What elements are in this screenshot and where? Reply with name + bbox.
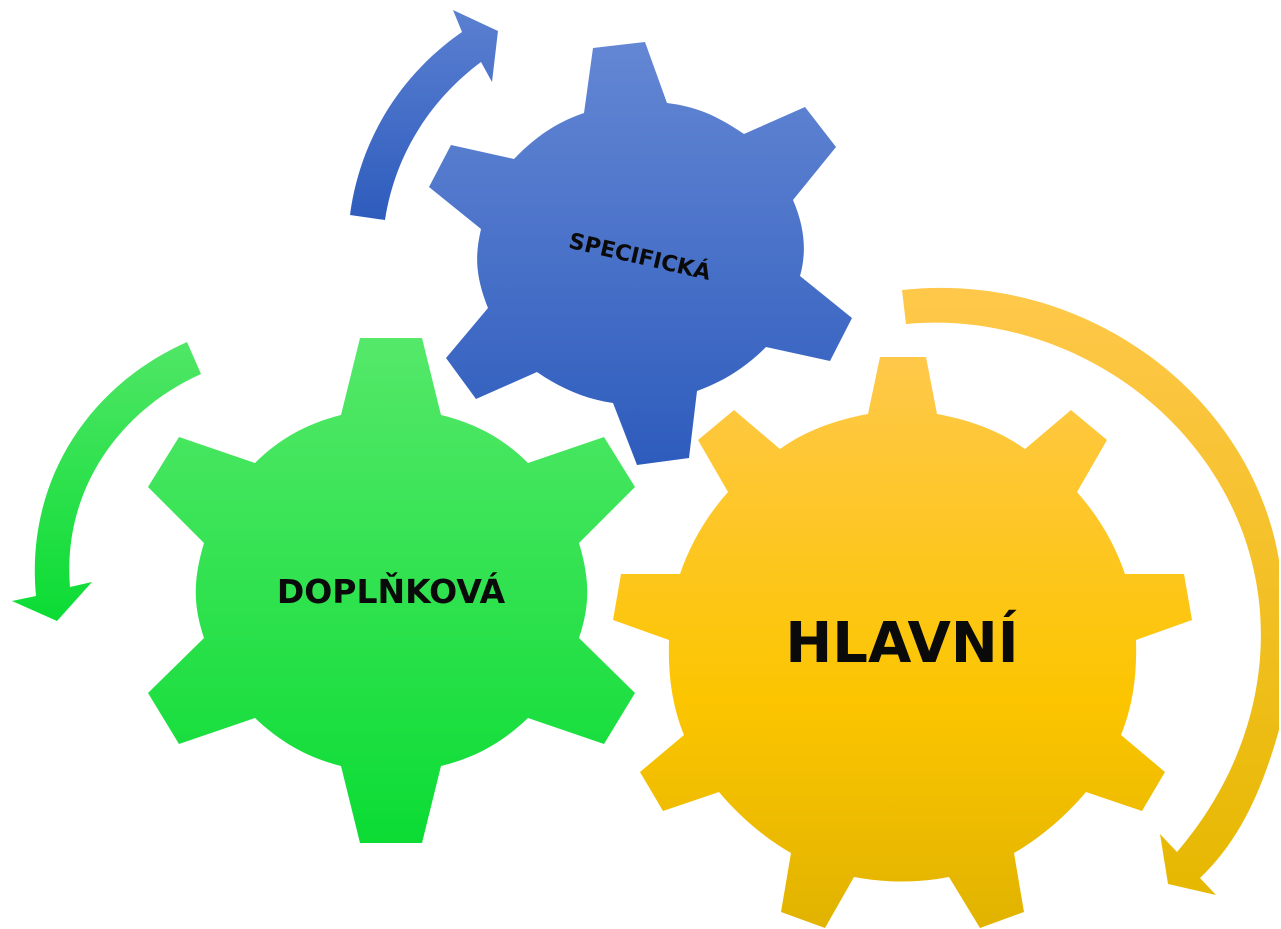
yellow-gear [613,357,1192,928]
hlavni-label: HLAVNÍ [785,610,1018,676]
blue-gear [429,42,852,465]
blue-rotation-arrow [350,10,498,220]
green-rotation-arrow [12,342,201,621]
doplnkova-label: DOPLŇKOVÁ [277,571,506,611]
green-gear [148,338,635,843]
